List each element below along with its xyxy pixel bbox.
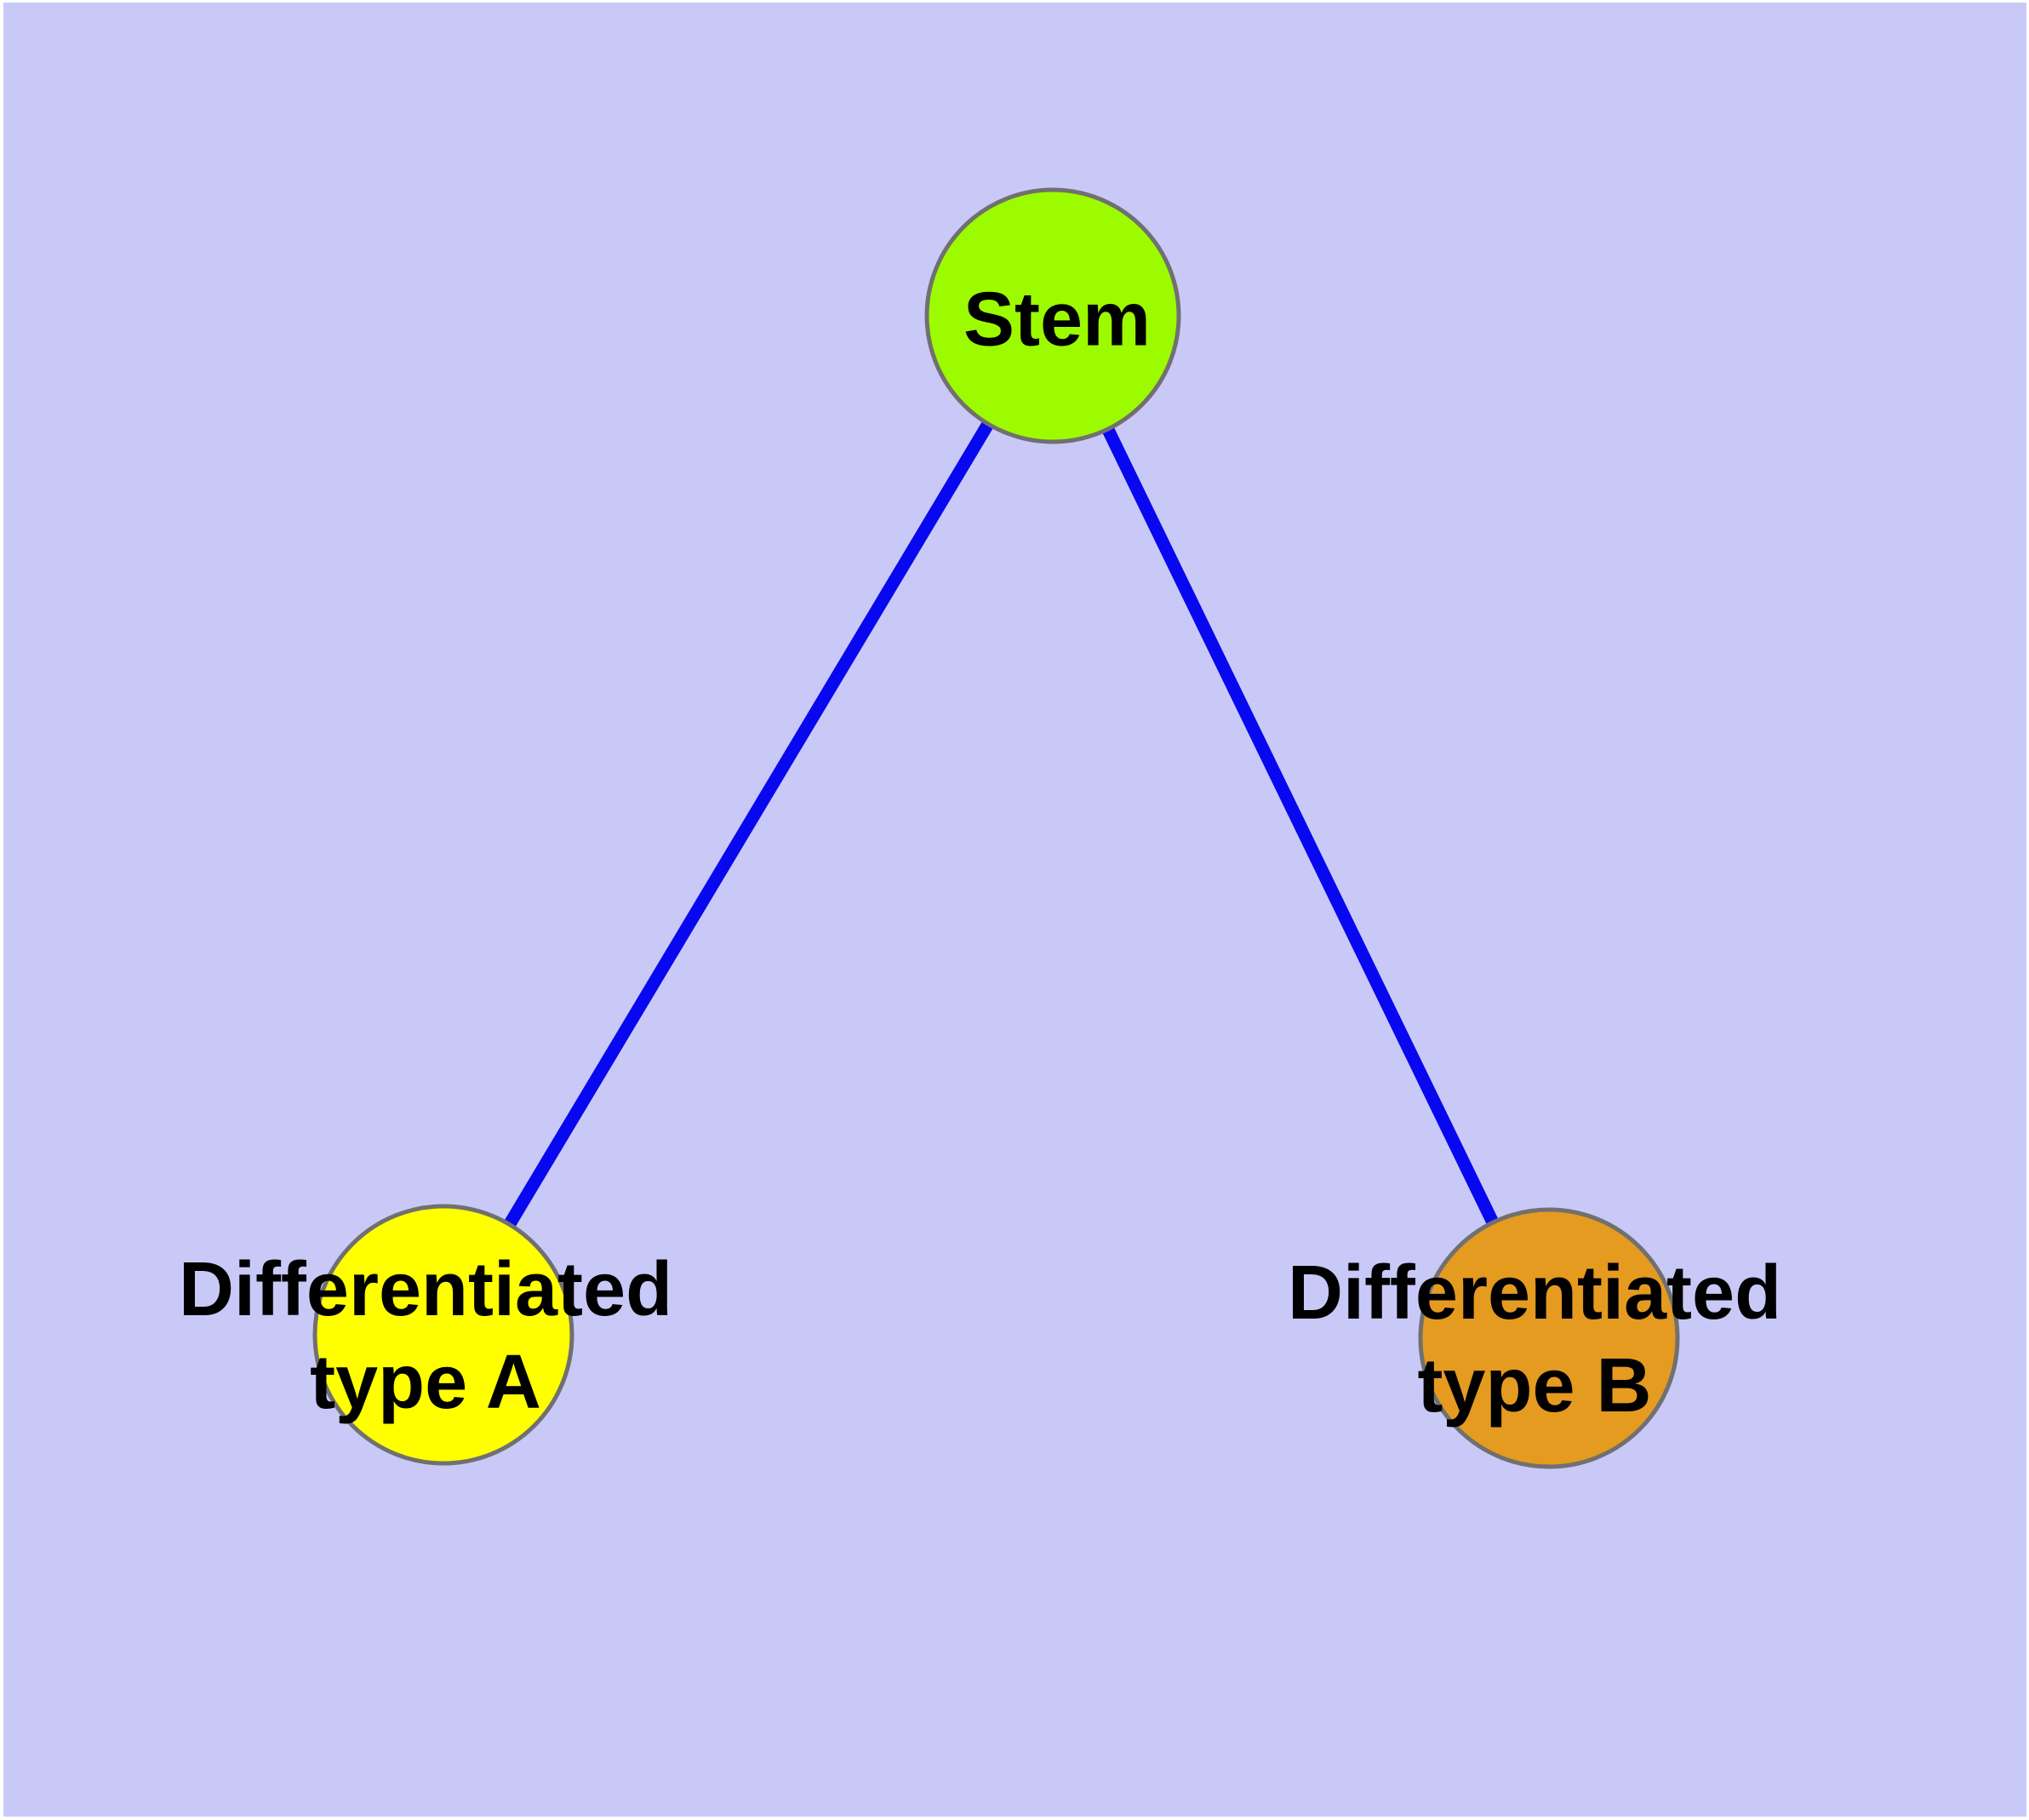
node-circle-stem [924, 187, 1181, 444]
node-label-differentiated-type-b-line2: type B [1417, 1343, 1652, 1428]
node-label-differentiated-type-b-line1: Differentiated [1287, 1251, 1782, 1336]
node-circle-differentiated-type-a [312, 1204, 574, 1466]
edge-stem-to-type-a [437, 312, 1059, 1338]
node-label-differentiated-type-a-line1: Differentiated [178, 1247, 673, 1332]
node-label-differentiated-type-a-line2: type A [310, 1340, 541, 1425]
edge-stem-to-type-b [1047, 312, 1555, 1342]
node-label-stem: Stem [963, 277, 1152, 363]
node-label-differentiated-type-a: Differentiated type A [179, 1244, 672, 1429]
node-circle-differentiated-type-b [1418, 1207, 1680, 1469]
node-label-differentiated-type-b: Differentiated type B [1288, 1247, 1781, 1433]
